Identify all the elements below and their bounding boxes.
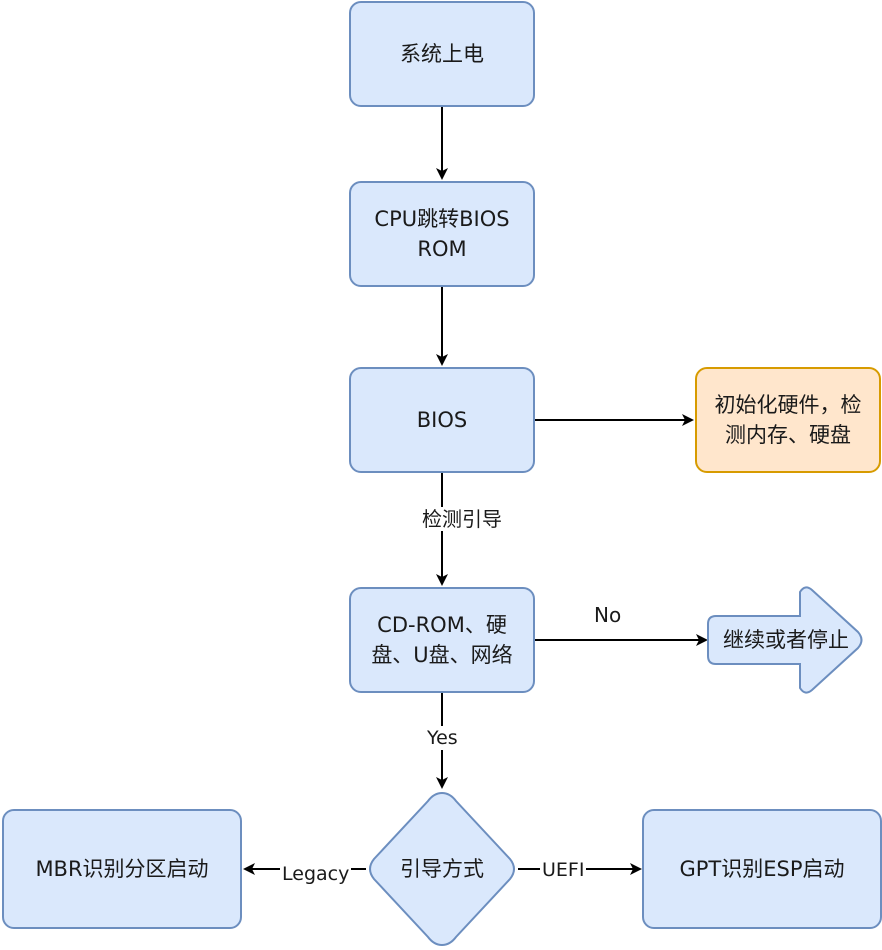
init-hardware-node: 初始化硬件，检 测内存、硬盘 <box>695 367 881 473</box>
boot-mode-diamond <box>369 791 515 947</box>
cpu-jump-node: CPU跳转BIOS ROM <box>349 181 535 287</box>
init-hardware-label: 初始化硬件，检 测内存、硬盘 <box>714 393 862 447</box>
mbr-label: MBR识别分区启动 <box>35 857 209 881</box>
edge-label-detect-boot: 检测引导 <box>420 507 504 531</box>
boot-mode-label: 引导方式 <box>400 857 484 881</box>
bios-label: BIOS <box>416 408 468 432</box>
continue-arrow-shape <box>707 586 863 694</box>
mbr-node: MBR识别分区启动 <box>2 809 242 929</box>
gpt-node: GPT识别ESP启动 <box>642 809 882 929</box>
edge-label-legacy: Legacy <box>280 862 352 886</box>
power-on-label: 系统上电 <box>400 42 484 66</box>
power-on-node: 系统上电 <box>349 1 535 107</box>
edge-label-uefi: UEFI <box>540 858 587 882</box>
boot-devices-node: CD-ROM、硬 盘、U盘、网络 <box>349 587 535 693</box>
gpt-label: GPT识别ESP启动 <box>679 857 845 881</box>
edge-label-yes: Yes <box>425 726 460 750</box>
continue-or-stop-label: 继续或者停止 <box>723 628 849 652</box>
boot-devices-label: CD-ROM、硬 盘、U盘、网络 <box>371 613 513 667</box>
bios-node: BIOS <box>349 367 535 473</box>
edge-label-no: No <box>594 603 622 627</box>
cpu-jump-label: CPU跳转BIOS ROM <box>374 207 510 261</box>
